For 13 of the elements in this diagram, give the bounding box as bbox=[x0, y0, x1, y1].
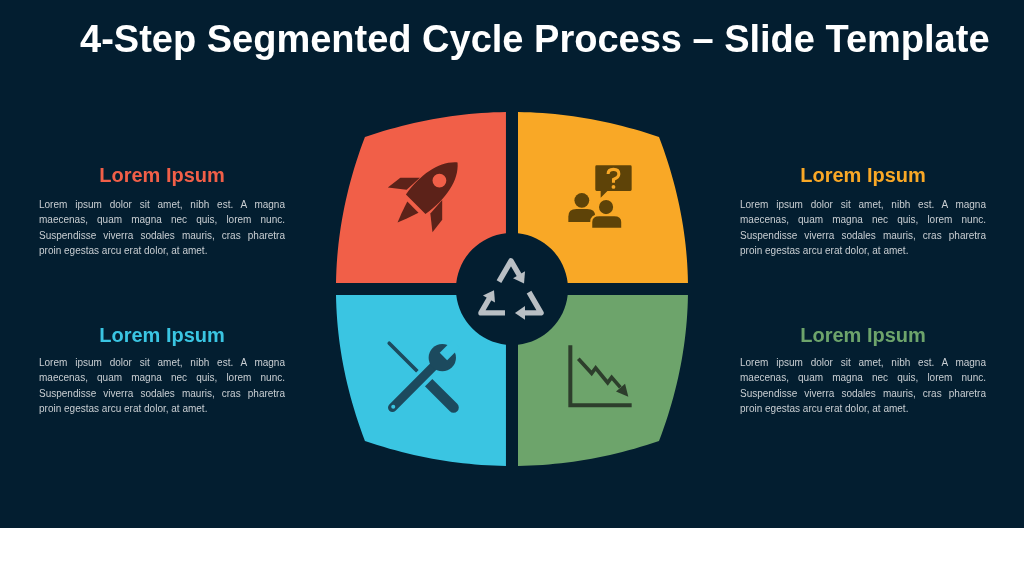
step-description: Lorem ipsum dolor sit amet, nibh est. A magna maecenas, quam magna nec quis, lorem nunc. Suspendisse viverra sodales mauris, cras pharetra proin egestas arcu erat dolor, at amet. bbox=[39, 355, 285, 416]
quarter-segment bbox=[336, 295, 506, 466]
quarter-segment bbox=[336, 112, 506, 283]
step-heading: Lorem Ipsum bbox=[799, 323, 927, 347]
step-description: Lorem ipsum dolor sit amet, nibh est. A magna maecenas, quam magna nec quis, lorem nunc. Suspendisse viverra sodales mauris, cras pharetra proin egestas arcu erat dolor, at amet. bbox=[740, 197, 986, 258]
step-heading: Lorem Ipsum bbox=[799, 163, 927, 187]
slide-title: 4-Step Segmented Cycle Process – Slide Template bbox=[80, 17, 990, 61]
step-description: Lorem ipsum dolor sit amet, nibh est. A magna maecenas, quam magna nec quis, lorem nunc. Suspendisse viverra sodales mauris, cras pharetra proin egestas arcu erat dolor, at amet. bbox=[740, 355, 986, 416]
step-heading: Lorem Ipsum bbox=[98, 163, 226, 187]
quarter-segment bbox=[518, 295, 688, 466]
quarter-segment bbox=[518, 112, 688, 283]
step-description: Lorem ipsum dolor sit amet, nibh est. A magna maecenas, quam magna nec quis, lorem nunc. Suspendisse viverra sodales mauris, cras pharetra proin egestas arcu erat dolor, at amet. bbox=[39, 197, 285, 258]
step-heading: Lorem Ipsum bbox=[98, 323, 226, 347]
